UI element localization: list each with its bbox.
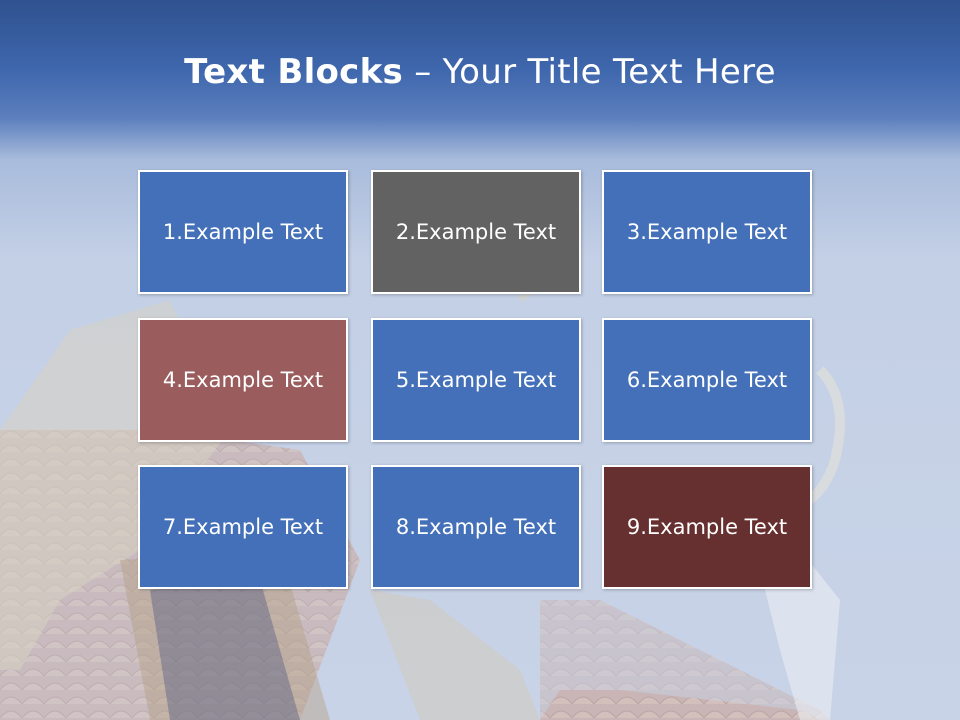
text-block-label: 5.Example Text [395, 368, 557, 392]
title-rest-text: Your Title Text Here [442, 52, 776, 92]
text-block-label: 9.Example Text [626, 515, 788, 539]
title-dash: – [403, 52, 443, 92]
text-block-label: 3.Example Text [626, 220, 788, 244]
text-block-label: 6.Example Text [626, 368, 788, 392]
text-block-4[interactable]: 4.Example Text [138, 318, 348, 442]
text-block-9[interactable]: 9.Example Text [602, 465, 812, 589]
text-block-label: 7.Example Text [162, 515, 324, 539]
text-block-7[interactable]: 7.Example Text [138, 465, 348, 589]
text-block-label: 8.Example Text [395, 515, 557, 539]
title-bold-text: Text Blocks [184, 52, 404, 92]
text-block-5[interactable]: 5.Example Text [371, 318, 581, 442]
text-block-3[interactable]: 3.Example Text [602, 170, 812, 294]
text-block-label: 2.Example Text [395, 220, 557, 244]
text-block-label: 1.Example Text [162, 220, 324, 244]
text-block-label: 4.Example Text [162, 368, 324, 392]
slide-title: Text Blocks – Your Title Text Here [0, 52, 960, 92]
text-block-1[interactable]: 1.Example Text [138, 170, 348, 294]
text-blocks-grid: 1.Example Text 2.Example Text 3.Example … [138, 170, 816, 593]
text-block-2[interactable]: 2.Example Text [371, 170, 581, 294]
text-block-6[interactable]: 6.Example Text [602, 318, 812, 442]
text-block-8[interactable]: 8.Example Text [371, 465, 581, 589]
